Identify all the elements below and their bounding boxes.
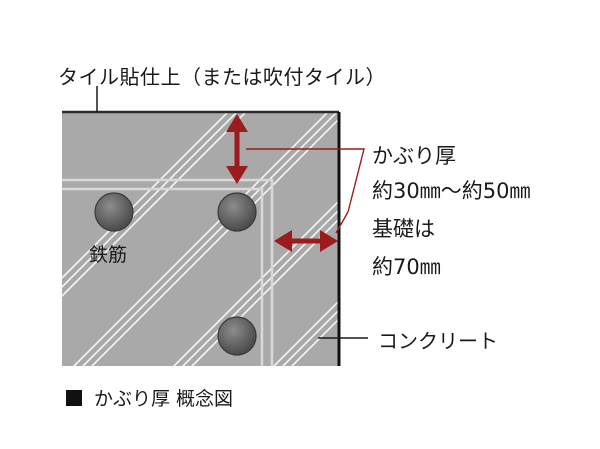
horizontal-cover-arrow — [274, 230, 338, 252]
hatch-line — [272, 299, 339, 366]
hatch-line — [172, 199, 339, 366]
caption-square-marker — [66, 389, 82, 406]
hatch-line — [81, 112, 339, 366]
hatch-line — [90, 117, 339, 366]
vertical-cover-arrow — [226, 114, 248, 184]
foundation-title: 基礎は — [372, 217, 435, 241]
cover-thickness-title: かぶり厚 — [372, 144, 456, 168]
rebar-label: 鉄筋 — [89, 244, 128, 266]
concrete-label: コンクリート — [378, 329, 498, 353]
tile-finish-label: タイル貼仕上（または吹付タイル） — [58, 65, 386, 89]
hatch-line — [72, 112, 330, 366]
cover-thickness-range: 約30㎜～約50㎜ — [372, 179, 531, 203]
hatch-line — [281, 308, 339, 366]
rebar-circle — [217, 316, 257, 356]
rebar-boundary-line-inner — [62, 187, 264, 366]
rebar-circle — [94, 192, 134, 232]
rebar-circle — [217, 192, 257, 232]
figure-caption: かぶり厚 概念図 — [66, 384, 233, 411]
caption-text: かぶり厚 概念図 — [94, 388, 234, 410]
cover-leader-line — [246, 148, 365, 234]
rebar-boundary-line — [62, 178, 274, 366]
hatch-line — [290, 317, 339, 366]
foundation-value: 約70㎜ — [372, 255, 441, 279]
